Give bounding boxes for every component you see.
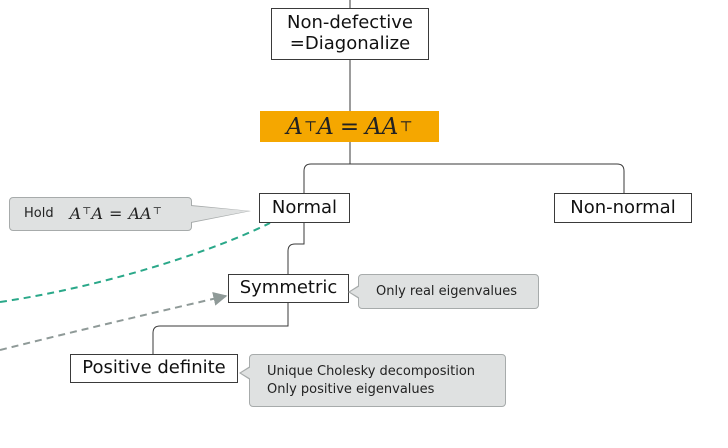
callout-cholesky-line2: Only positive eigenvalues — [267, 381, 435, 397]
formula-lhs-tail: A — [317, 113, 334, 140]
connector-condition-split — [303, 142, 625, 193]
connector-symmetric-to-positive — [152, 303, 289, 354]
hold-formula-lhs-tail: A — [91, 204, 104, 224]
node-non-normal-label: Non-normal — [570, 196, 676, 218]
node-symmetric: Symmetric — [228, 274, 349, 303]
callout-hold: Hold A⊤A=AA⊤ — [9, 197, 251, 231]
formula-rhs-transpose: ⊤ — [399, 118, 413, 135]
formula-rhs-base: AA — [365, 113, 399, 140]
callout-real-eigenvalues: Only real eigenvalues — [348, 274, 539, 309]
hold-formula-lhs-transpose: ⊤ — [82, 205, 92, 217]
node-normal-label: Normal — [271, 196, 338, 218]
node-non-defective: Non-defective =Diagonalize — [271, 8, 429, 60]
node-non-defective-line2: =Diagonalize — [289, 33, 411, 54]
node-positive-definite: Positive definite — [70, 354, 238, 383]
formula-equals: = — [339, 113, 360, 140]
connector-normal-to-symmetric — [287, 223, 305, 274]
callout-cholesky: Unique Cholesky decomposition Only posit… — [239, 354, 506, 407]
node-symmetric-label: Symmetric — [239, 277, 338, 299]
hold-formula-rhs-base: AA — [128, 204, 152, 224]
condition-formula: A⊤A=AA⊤ — [260, 111, 439, 142]
hold-formula-lhs-base: A — [69, 204, 82, 224]
formula-lhs-transpose: ⊤ — [303, 118, 318, 135]
hold-formula-equals: = — [109, 204, 123, 224]
gray-dashed-arrow — [0, 291, 228, 351]
callout-hold-formula: A⊤A=AA⊤ — [70, 203, 162, 225]
node-normal: Normal — [259, 193, 350, 223]
formula-lhs-base: A — [286, 113, 303, 140]
node-non-normal: Non-normal — [554, 193, 692, 223]
node-positive-definite-label: Positive definite — [82, 357, 226, 379]
teal-dashed-arrow — [0, 222, 271, 303]
hold-formula-rhs-transpose: ⊤ — [152, 205, 162, 217]
callout-cholesky-line1: Unique Cholesky decomposition — [267, 363, 476, 379]
callout-hold-label: Hold — [24, 206, 54, 222]
node-non-defective-line1: Non-defective — [287, 12, 413, 34]
callout-real-eigenvalues-text: Only real eigenvalues — [376, 283, 518, 299]
